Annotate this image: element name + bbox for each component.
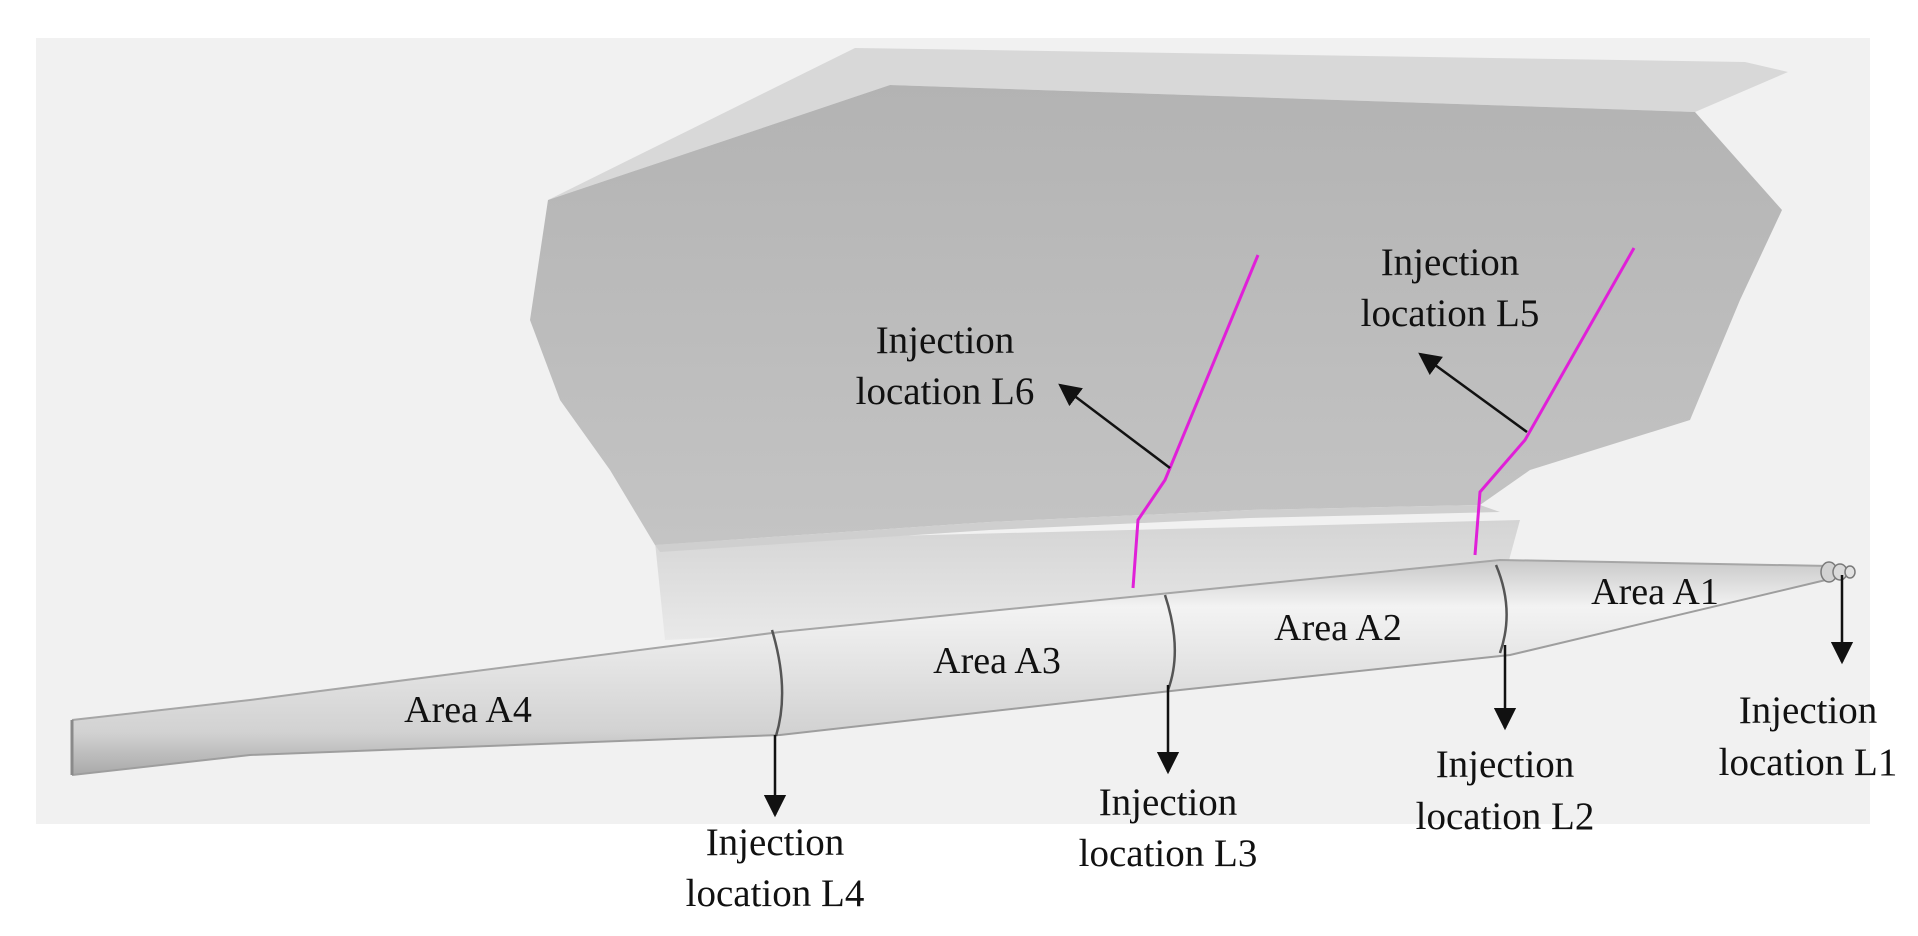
pipe-bottom-edge <box>71 578 1831 776</box>
injection-label-l4: Injection location L4 <box>686 821 865 915</box>
pipe-top-edge <box>71 558 1831 721</box>
arrow-l6 <box>1058 383 1171 469</box>
svg-text:Injection: Injection <box>1099 781 1238 824</box>
arrow-l5 <box>1418 352 1528 434</box>
main-body-top-face <box>548 48 1788 200</box>
svg-text:Injection: Injection <box>1381 241 1520 284</box>
svg-text:Injection: Injection <box>876 319 1015 362</box>
injection-label-l5: Injection location L5 <box>1361 241 1540 335</box>
section-seam-l4 <box>770 629 784 737</box>
svg-text:location L1: location L1 <box>1719 741 1898 784</box>
svg-text:Injection: Injection <box>1739 689 1878 732</box>
injection-line-l5 <box>1473 247 1636 556</box>
svg-text:Injection: Injection <box>1436 743 1575 786</box>
section-seam-l2 <box>1494 564 1508 654</box>
pipe <box>72 560 1830 775</box>
svg-text:location L5: location L5 <box>1361 292 1540 335</box>
injection-label-l6: Injection location L6 <box>856 319 1035 413</box>
main-body-lower-shadow <box>655 505 1500 552</box>
svg-text:Injection: Injection <box>706 821 845 864</box>
injection-line-l6 <box>1131 254 1260 589</box>
injection-label-l1: Injection location L1 <box>1719 689 1898 784</box>
area-label-a3: Area A3 <box>933 640 1061 682</box>
area-label-a4: Area A4 <box>404 689 532 731</box>
injection-label-l3: Injection location L3 <box>1079 781 1258 875</box>
svg-text:location L2: location L2 <box>1416 795 1595 838</box>
area-label-a2: Area A2 <box>1274 607 1402 649</box>
nozzle-tip <box>1820 561 1856 583</box>
svg-text:location L3: location L3 <box>1079 832 1258 875</box>
svg-text:location L6: location L6 <box>856 370 1035 413</box>
svg-text:location L4: location L4 <box>686 872 865 915</box>
lower-fin <box>655 520 1520 640</box>
area-label-a1: Area A1 <box>1591 571 1719 613</box>
injection-label-l2: Injection location L2 <box>1416 743 1595 838</box>
main-body <box>530 85 1782 545</box>
section-seam-l3 <box>1163 594 1176 691</box>
